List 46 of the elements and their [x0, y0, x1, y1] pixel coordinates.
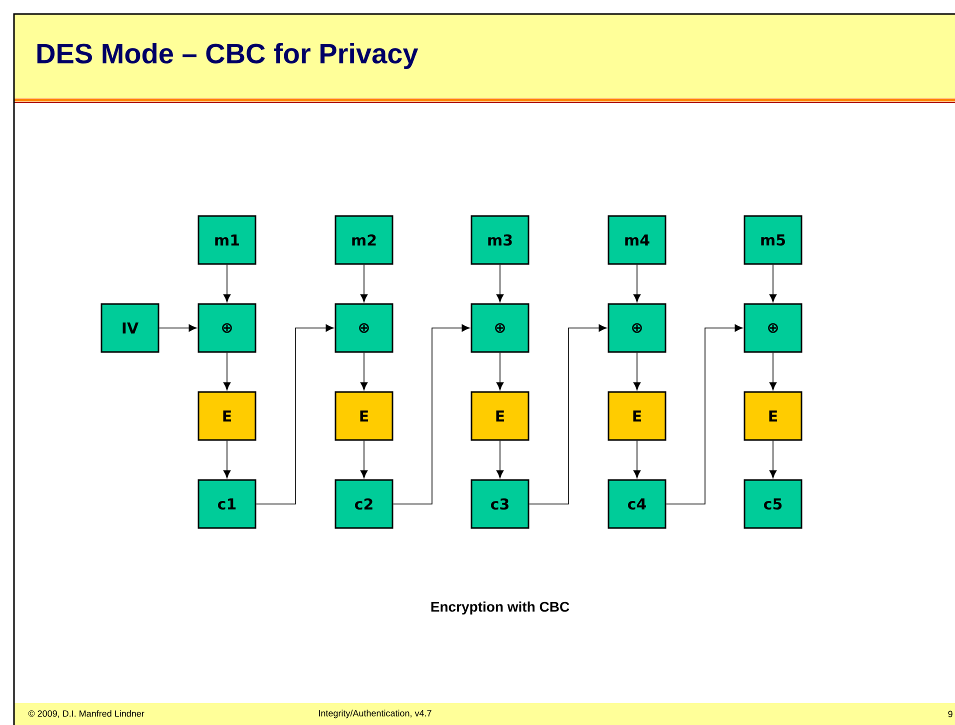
block-box: m3 — [470, 215, 530, 265]
block-box: E — [744, 391, 802, 441]
block-box: c4 — [608, 479, 666, 529]
arrow — [666, 324, 743, 504]
arrow — [223, 352, 231, 390]
block-box: ⊕ — [198, 303, 256, 353]
block-box: ⊕ — [470, 303, 530, 353]
block-box: c5 — [744, 479, 802, 529]
arrow — [223, 264, 231, 302]
block-box: c3 — [470, 479, 530, 529]
figure-caption: Encryption with CBC — [431, 601, 570, 615]
arrow — [633, 264, 641, 302]
block-box: ⊕ — [744, 303, 802, 353]
block-box: m5 — [744, 215, 802, 265]
arrow — [256, 324, 334, 504]
arrow — [360, 352, 368, 390]
arrow — [360, 440, 368, 478]
arrow — [496, 352, 504, 390]
block-box: m4 — [608, 215, 666, 265]
block-box: IV — [100, 303, 160, 353]
block-box: ⊕ — [334, 303, 394, 353]
block-box: E — [198, 391, 256, 441]
arrow — [633, 352, 641, 390]
arrow — [528, 324, 607, 504]
block-box: c2 — [334, 479, 394, 529]
block-box: E — [608, 391, 666, 441]
arrow — [769, 352, 777, 390]
block-box: ⊕ — [608, 303, 666, 353]
footer-text: Integrity/Authentication, v4.7 — [319, 710, 432, 718]
slide-title: DES Mode – CBC for Privacy — [37, 42, 418, 70]
block-box: E — [334, 391, 394, 441]
block-box: E — [470, 391, 530, 441]
arrow — [769, 440, 777, 478]
footer-text: 9 — [948, 710, 952, 718]
arrow — [496, 440, 504, 478]
arrow — [769, 264, 777, 302]
arrow — [223, 440, 231, 478]
block-box: c1 — [198, 479, 256, 529]
footer-text: © 2009, D.I. Manfred Lindner — [28, 710, 144, 718]
arrow — [158, 324, 197, 332]
arrow — [496, 264, 504, 302]
arrow — [360, 264, 368, 302]
block-box: m2 — [334, 215, 394, 265]
arrow — [392, 324, 470, 504]
block-box: m1 — [198, 215, 256, 265]
arrow — [633, 440, 641, 478]
